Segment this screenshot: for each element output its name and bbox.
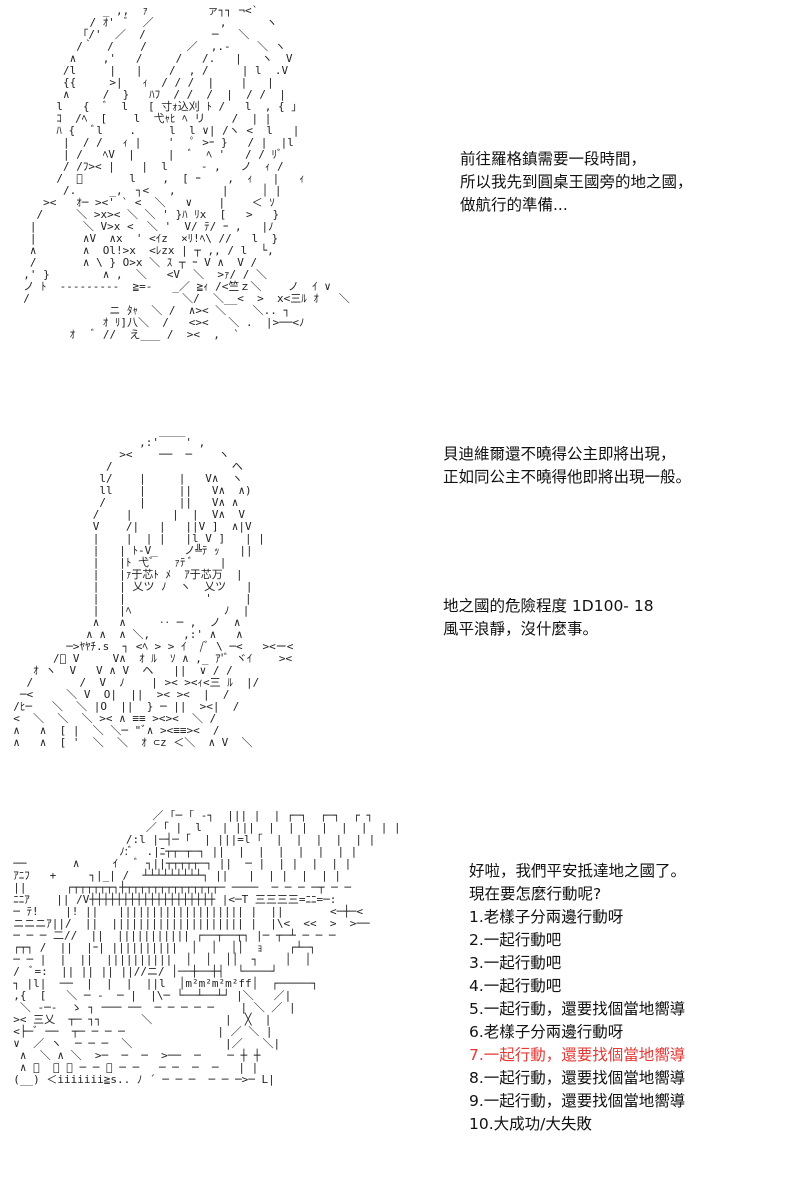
- narration-line: 前往羅格鎮需要一段時間，: [460, 150, 647, 168]
- ascii-art-character-portrait: _ ,, ｧ ァ┐┐ ¬<` / ｵ' ﾞ ／ , ヽ ｢/' ／ / ─ ＼ …: [23, 5, 350, 341]
- narration-text: 前往羅格鎮需要一段時間， 所以我先到圓桌王國旁的地之國， 做航行的準備...: [460, 148, 693, 217]
- choice-item: 4.一起行動吧: [469, 977, 562, 995]
- narration-line: 好啦，我們平安抵達地之國了。: [469, 862, 687, 880]
- panel-princess: ____ ,:' ' , >< ── ─ ヽ / ヘ l/ | | V∧ ヽ l…: [0, 415, 800, 775]
- choice-item: 5.一起行動，還要找個當地嚮導: [469, 1000, 686, 1018]
- panel-travel: _ ,, ｧ ァ┐┐ ¬<` / ｵ' ﾞ ／ , ヽ ｢/' ／ / ─ ＼ …: [0, 0, 800, 400]
- danger-roll-line: 地之國的危險程度 1D100- 18: [443, 597, 654, 615]
- danger-roll-text: 地之國的危險程度 1D100- 18 風平浪靜，沒什麼事。: [443, 595, 654, 641]
- narration-line: 做航行的準備...: [460, 196, 568, 214]
- narration-line: 正如同公主不曉得他即將出現一般。: [443, 468, 692, 486]
- choice-item: 6.老樣子分兩邊行動呀: [469, 1023, 624, 1041]
- choice-item: 2.一起行動吧: [469, 931, 562, 949]
- panel-city: ／ ｢─ ｢ -┐ ||| | | ┌─┐ ┌─┐ ┌ ┐ ／ ｢ | l | …: [0, 800, 800, 1200]
- ascii-art-cityscape: ／ ｢─ ｢ -┐ ||| | | ┌─┐ ┌─┐ ┌ ┐ ／ ｢ | l | …: [13, 810, 401, 1086]
- choice-item: 8.一起行動，還要找個當地嚮導: [469, 1069, 686, 1087]
- narration-line: 貝迪維爾還不曉得公主即將出現，: [443, 445, 676, 463]
- choice-item-selected: 7.一起行動，還要找個當地嚮導: [469, 1046, 686, 1064]
- choice-list: 好啦，我們平安抵達地之國了。 現在要怎麼行動呢? 1.老樣子分兩邊行動呀 2.一…: [469, 860, 686, 1136]
- choice-item: 1.老樣子分兩邊行動呀: [469, 908, 624, 926]
- choice-item: 3.一起行動吧: [469, 954, 562, 972]
- narration-line: 所以我先到圓桌王國旁的地之國，: [460, 173, 693, 191]
- ascii-art-princess-portrait: ____ ,:' ' , >< ── ─ ヽ / ヘ l/ | | V∧ ヽ l…: [13, 425, 294, 749]
- narration-text: 貝迪維爾還不曉得公主即將出現， 正如同公主不曉得他即將出現一般。: [443, 443, 691, 489]
- choice-item: 10.大成功/大失敗: [469, 1115, 592, 1133]
- prompt-line: 現在要怎麼行動呢?: [469, 885, 602, 903]
- danger-roll-result: 風平浪靜，沒什麼事。: [443, 620, 599, 638]
- choice-item: 9.一起行動，還要找個當地嚮導: [469, 1092, 686, 1110]
